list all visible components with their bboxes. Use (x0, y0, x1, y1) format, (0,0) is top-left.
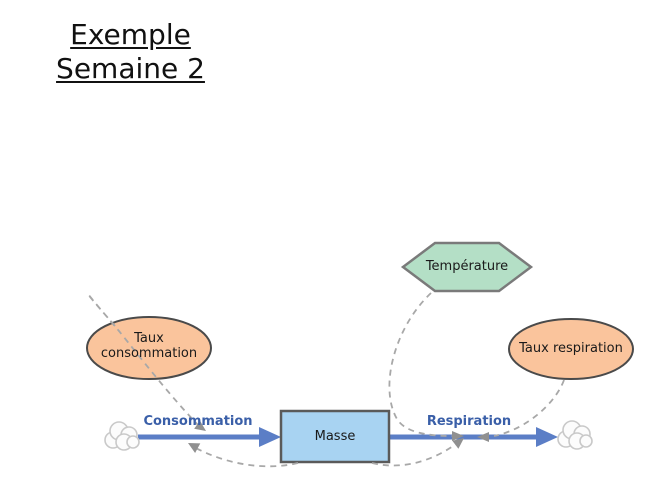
masse-label: Masse (314, 428, 356, 444)
temperature-label: Température (425, 258, 509, 274)
consommation-flow-label: Consommation (143, 413, 253, 429)
title-line-1: Exemple (70, 18, 191, 51)
taux-respiration-ellipse (508, 318, 634, 380)
arrowhead-outflow-from-temperature (452, 431, 464, 441)
connector-temperature-to-outflow (388, 292, 453, 437)
connector-masse-to-outflow (371, 440, 461, 467)
slide-title: Exemple Semaine 2 (28, 18, 233, 85)
taux-consommation-ellipse (86, 316, 212, 380)
inflow-arrow (138, 427, 281, 447)
temperature-hexagon (400, 241, 534, 293)
sink-cloud (557, 420, 593, 450)
respiration-flow-label: Respiration (426, 413, 512, 429)
arrowhead-outflow-from-masse (452, 438, 464, 449)
arrowhead-outflow-from-taux (477, 432, 489, 442)
arrowhead-inflow-from-taux (194, 420, 206, 431)
title-line-2: Semaine 2 (56, 51, 205, 85)
arrowhead-inflow-from-masse (188, 443, 201, 453)
taux-consommation-label-line1: Taux (134, 331, 164, 347)
taux-consommation-label: Taux consommation (87, 331, 211, 363)
taux-consommation-label-line2: consommation (100, 346, 198, 361)
outflow-arrow (389, 427, 558, 447)
connector-taux-respiration-to-outflow (493, 379, 565, 437)
connector-taux-consommation-to-inflow (87, 293, 200, 427)
source-cloud (104, 421, 140, 451)
taux-respiration-label: Taux respiration (519, 340, 623, 356)
masse-stock-box (279, 409, 391, 464)
